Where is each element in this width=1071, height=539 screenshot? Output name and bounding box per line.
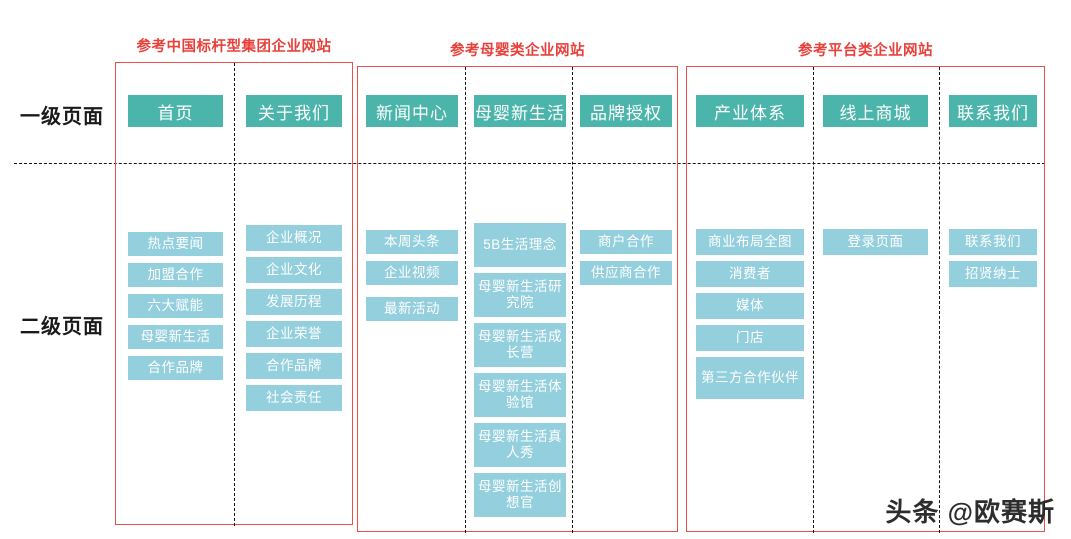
watermark: 头条 @欧赛斯 bbox=[885, 497, 1055, 527]
primary-page-industry-system[interactable]: 产业体系 bbox=[696, 95, 804, 127]
column-separator bbox=[813, 67, 814, 533]
secondary-page[interactable]: 企业文化 bbox=[246, 257, 342, 283]
secondary-page[interactable]: 联系我们 bbox=[949, 229, 1037, 255]
secondary-page[interactable]: 母婴新生活体验馆 bbox=[474, 373, 566, 417]
column-separator bbox=[234, 63, 235, 526]
column-separator bbox=[465, 67, 466, 533]
secondary-page[interactable]: 母婴新生活真人秀 bbox=[474, 423, 566, 467]
secondary-page[interactable]: 社会责任 bbox=[246, 385, 342, 411]
primary-page-contact-us[interactable]: 联系我们 bbox=[949, 95, 1037, 127]
secondary-page[interactable]: 供应商合作 bbox=[580, 261, 672, 285]
level-1-label: 一级页面 bbox=[20, 106, 104, 128]
group-title-benchmark: 参考中国标杆型集团企业网站 bbox=[136, 39, 332, 55]
secondary-page[interactable]: 企业视频 bbox=[366, 261, 458, 285]
group-title-maternal: 参考母婴类企业网站 bbox=[450, 43, 585, 59]
primary-page-brand-license[interactable]: 品牌授权 bbox=[580, 95, 672, 127]
secondary-page[interactable]: 5B生活理念 bbox=[474, 223, 566, 267]
column-separator bbox=[572, 67, 573, 533]
secondary-page[interactable]: 企业概况 bbox=[246, 225, 342, 251]
primary-page-online-mall[interactable]: 线上商城 bbox=[823, 95, 928, 127]
secondary-page[interactable]: 第三方合作伙伴 bbox=[696, 357, 804, 399]
secondary-page[interactable]: 登录页面 bbox=[823, 229, 928, 255]
level-divider bbox=[14, 163, 1045, 164]
secondary-page[interactable]: 六大赋能 bbox=[128, 294, 223, 318]
secondary-page[interactable]: 媒体 bbox=[696, 293, 804, 319]
secondary-page[interactable]: 母婴新生活创想官 bbox=[474, 473, 566, 517]
primary-page-news-center[interactable]: 新闻中心 bbox=[366, 95, 458, 127]
secondary-page[interactable]: 商业布局全图 bbox=[696, 229, 804, 255]
secondary-page[interactable]: 合作品牌 bbox=[246, 353, 342, 379]
group-title-platform: 参考平台类企业网站 bbox=[798, 43, 933, 59]
secondary-page[interactable]: 加盟合作 bbox=[128, 263, 223, 287]
secondary-page[interactable]: 门店 bbox=[696, 325, 804, 351]
primary-page-about-us[interactable]: 关于我们 bbox=[246, 95, 342, 127]
group-box-platform: 参考平台类企业网站 产业体系 商业布局全图 消费者 媒体 门店 第三方合作伙伴 … bbox=[686, 43, 1045, 533]
secondary-page[interactable]: 消费者 bbox=[696, 261, 804, 287]
secondary-page[interactable]: 最新活动 bbox=[366, 297, 458, 321]
secondary-page[interactable]: 母婴新生活研究院 bbox=[474, 273, 566, 317]
secondary-page[interactable]: 热点要闻 bbox=[128, 232, 223, 256]
secondary-page[interactable]: 本周头条 bbox=[366, 230, 458, 254]
secondary-page[interactable]: 母婴新生活成长营 bbox=[474, 323, 566, 367]
secondary-page[interactable]: 发展历程 bbox=[246, 289, 342, 315]
secondary-page[interactable]: 母婴新生活 bbox=[128, 325, 223, 349]
secondary-page[interactable]: 招贤纳士 bbox=[949, 261, 1037, 287]
secondary-page[interactable]: 企业荣誉 bbox=[246, 321, 342, 347]
secondary-page[interactable]: 商户合作 bbox=[580, 230, 672, 254]
level-2-label: 二级页面 bbox=[20, 316, 104, 338]
column-separator bbox=[939, 67, 940, 533]
primary-page-new-life[interactable]: 母婴新生活 bbox=[474, 95, 566, 127]
group-box-benchmark: 参考中国标杆型集团企业网站 首页 热点要闻 加盟合作 六大赋能 母婴新生活 合作… bbox=[115, 39, 353, 526]
group-box-maternal: 参考母婴类企业网站 新闻中心 本周头条 企业视频 最新活动 母婴新生活 5B生活… bbox=[357, 43, 678, 533]
primary-page-home[interactable]: 首页 bbox=[128, 95, 223, 127]
secondary-page[interactable]: 合作品牌 bbox=[128, 356, 223, 380]
